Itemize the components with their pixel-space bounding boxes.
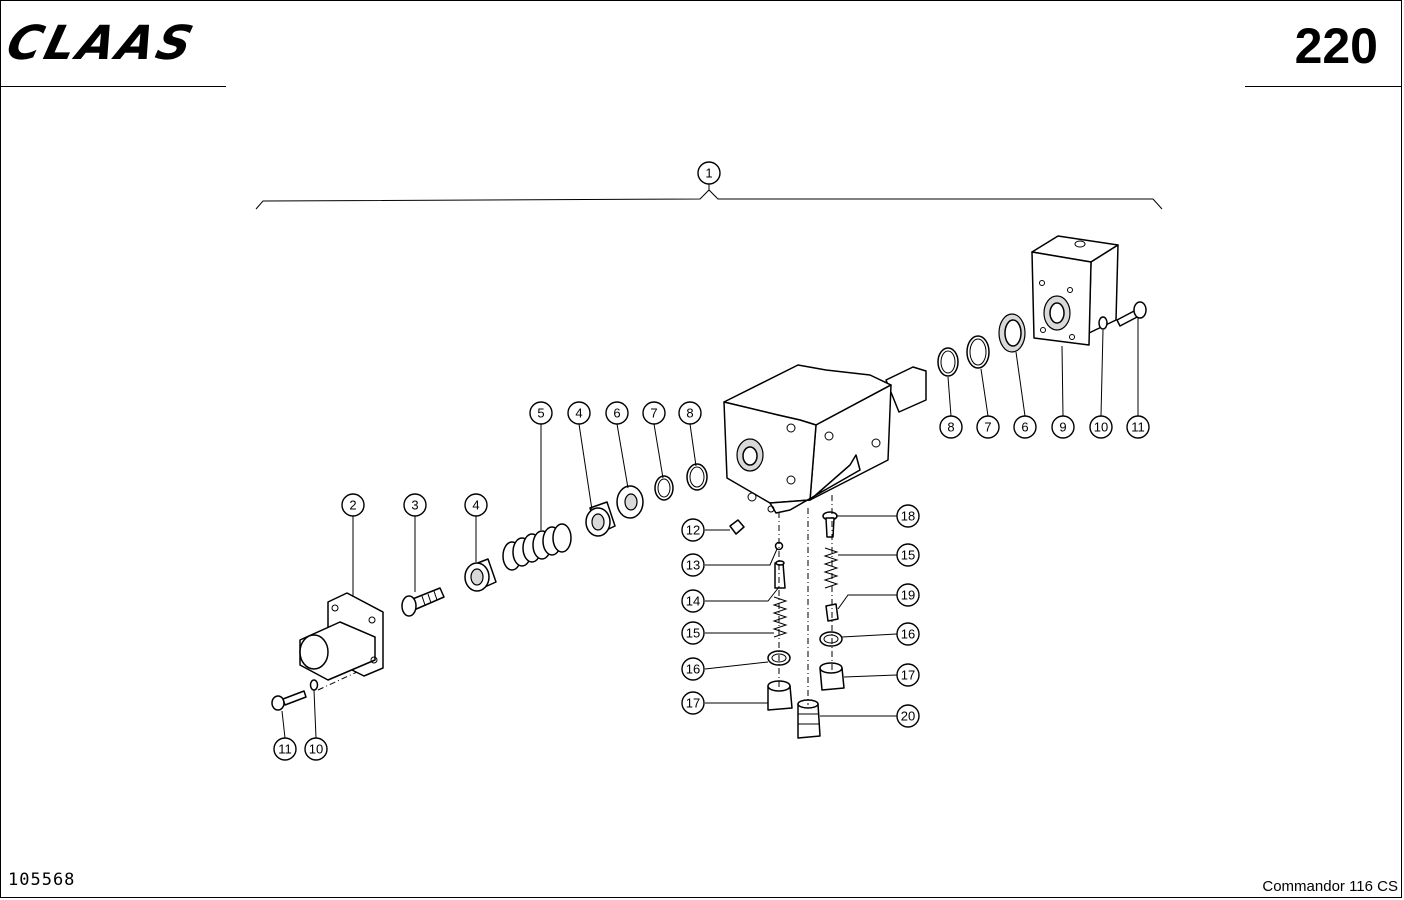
svg-text:11: 11 <box>278 742 292 757</box>
callout-5: 5 <box>529 401 553 425</box>
svg-text:6: 6 <box>613 406 620 421</box>
svg-text:14: 14 <box>686 594 700 609</box>
svg-text:20: 20 <box>901 709 915 724</box>
svg-text:8: 8 <box>947 420 954 435</box>
callout-10-left: 10 <box>304 737 328 761</box>
callout-1: 1 <box>697 161 721 185</box>
header-rule-right <box>1245 86 1402 87</box>
mounting-bracket-part <box>1031 235 1119 346</box>
svg-text:4: 4 <box>575 406 582 421</box>
svg-text:10: 10 <box>309 742 323 757</box>
callout-18: 18 <box>896 504 920 528</box>
callout-8-right: 8 <box>939 415 963 439</box>
end-cover-part <box>299 592 384 681</box>
callout-4-right: 4 <box>567 401 591 425</box>
bolt-right-part <box>1116 301 1147 327</box>
spring-part <box>502 523 572 571</box>
svg-text:17: 17 <box>686 696 700 711</box>
plug-17-right-part <box>819 662 845 691</box>
svg-text:13: 13 <box>686 558 700 573</box>
seal-16-right-part <box>819 631 843 647</box>
centerline-bolt <box>317 671 358 691</box>
callout-14: 14 <box>681 589 705 613</box>
callout-11-right: 11 <box>1126 415 1150 439</box>
callout-2: 2 <box>341 493 365 517</box>
plug-12-part <box>729 519 745 535</box>
svg-text:6: 6 <box>1021 420 1028 435</box>
callout-7-right: 7 <box>976 415 1000 439</box>
callout-4-left: 4 <box>464 493 488 517</box>
callout-16-right: 16 <box>896 622 920 646</box>
svg-text:3: 3 <box>411 498 418 513</box>
callout-3: 3 <box>403 493 427 517</box>
callout-11-left: 11 <box>273 737 297 761</box>
spring-seat-left-part <box>464 558 497 592</box>
spring-15-left-part <box>772 596 788 638</box>
callout-7-left: 7 <box>642 401 666 425</box>
adjusting-screw-part <box>401 587 445 617</box>
fitting-20-part <box>797 699 821 739</box>
callout-17-left: 17 <box>681 691 705 715</box>
valve-body-part <box>723 364 927 514</box>
svg-text:19: 19 <box>901 588 915 603</box>
callout-17-right: 17 <box>896 663 920 687</box>
screw-18-part <box>822 511 838 538</box>
callout-15-right: 15 <box>896 543 920 567</box>
model-name: Commandor 116 CS <box>1262 878 1398 895</box>
callout-9: 9 <box>1051 415 1075 439</box>
svg-text:15: 15 <box>686 626 700 641</box>
callout-13: 13 <box>681 553 705 577</box>
svg-text:16: 16 <box>901 627 915 642</box>
ring-7-right <box>966 335 990 369</box>
svg-text:12: 12 <box>686 523 700 538</box>
valve-piston-14-part <box>774 560 786 589</box>
header-rule-left <box>0 86 226 87</box>
svg-text:10: 10 <box>1094 420 1108 435</box>
callout-10-right: 10 <box>1089 415 1113 439</box>
callout-15-left: 15 <box>681 621 705 645</box>
svg-text:1: 1 <box>705 166 712 181</box>
svg-text:7: 7 <box>650 406 657 421</box>
bolt-left-part <box>271 690 307 711</box>
svg-text:15: 15 <box>901 548 915 563</box>
plug-17-left-part <box>767 680 793 711</box>
svg-text:7: 7 <box>984 420 991 435</box>
callout-12: 12 <box>681 518 705 542</box>
washer-right-part <box>1098 316 1108 330</box>
svg-text:18: 18 <box>901 509 915 524</box>
callout-8-left: 8 <box>678 401 702 425</box>
callout-19: 19 <box>896 583 920 607</box>
svg-text:11: 11 <box>1131 420 1145 435</box>
washer-left-part <box>309 679 319 691</box>
leader-lines <box>281 183 1139 739</box>
callout-6-right: 6 <box>1013 415 1037 439</box>
svg-text:17: 17 <box>901 668 915 683</box>
spring-seat-right-part <box>585 501 616 537</box>
svg-text:8: 8 <box>686 406 693 421</box>
callout-16-left: 16 <box>681 657 705 681</box>
page-number: 220 <box>1294 18 1378 74</box>
spring-15-right-part <box>823 547 839 589</box>
svg-text:2: 2 <box>349 498 356 513</box>
svg-text:16: 16 <box>686 662 700 677</box>
callout-20: 20 <box>896 704 920 728</box>
drawing-number: 105568 <box>8 870 76 890</box>
callout-6-left: 6 <box>605 401 629 425</box>
svg-text:5: 5 <box>537 406 544 421</box>
assembly-bracket <box>255 189 1163 210</box>
svg-text:4: 4 <box>472 498 479 513</box>
svg-text:9: 9 <box>1059 420 1066 435</box>
